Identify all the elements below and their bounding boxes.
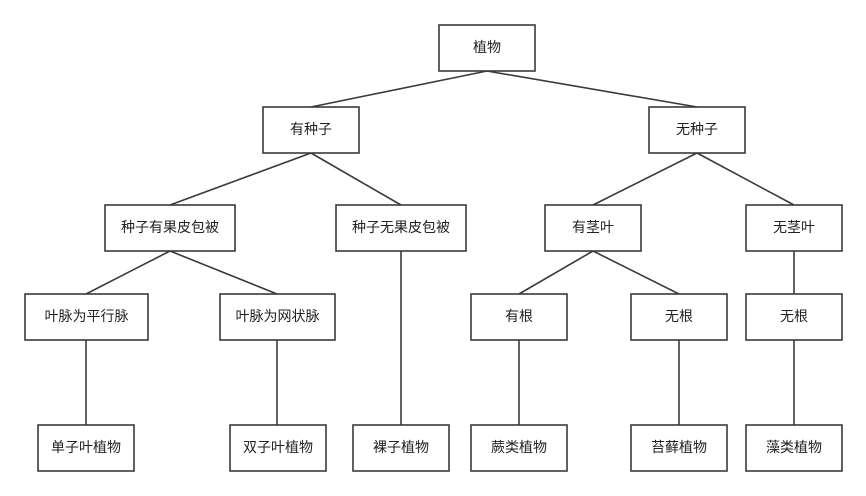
- node-dicot: 双子叶植物: [229, 424, 327, 472]
- node-label: 蕨类植物: [491, 440, 547, 456]
- edge-root-to-no-seed: [486, 70, 698, 108]
- node-no-root-1: 无根: [630, 293, 728, 341]
- edge-root-to-has-seed: [310, 70, 488, 108]
- edge-has-stem-leaf-to-no-root-1: [592, 250, 680, 295]
- node-label: 无茎叶: [773, 220, 815, 236]
- node-box: [37, 424, 135, 472]
- node-has-seed: 有种子: [262, 106, 360, 154]
- node-label: 种子无果皮包被: [352, 220, 450, 236]
- edge-has-seed-to-seed-without-pericarp: [310, 152, 402, 206]
- node-box: [630, 424, 728, 472]
- node-moss: 苔藓植物: [630, 424, 728, 472]
- node-label: 叶脉为网状脉: [236, 309, 320, 325]
- node-label: 无根: [665, 309, 693, 325]
- node-has-root: 有根: [470, 293, 568, 341]
- node-label: 单子叶植物: [51, 440, 121, 456]
- edge-has-seed-to-seed-with-pericarp: [169, 152, 312, 206]
- node-label: 叶脉为平行脉: [45, 309, 129, 325]
- node-box: [104, 204, 236, 252]
- edge-no-seed-to-has-stem-leaf: [592, 152, 698, 206]
- node-box: [745, 293, 843, 341]
- node-seed-with-pericarp: 种子有果皮包被: [104, 204, 236, 252]
- node-gymnosperm: 裸子植物: [352, 424, 450, 472]
- node-no-stem-leaf: 无茎叶: [745, 204, 843, 252]
- node-box: [745, 204, 843, 252]
- edges-layer: [85, 70, 795, 425]
- node-root: 植物: [438, 24, 536, 72]
- node-box: [335, 204, 467, 252]
- node-parallel-veins: 叶脉为平行脉: [24, 293, 149, 341]
- node-box: [470, 293, 568, 341]
- node-label: 双子叶植物: [243, 440, 313, 456]
- node-box: [648, 106, 746, 154]
- node-box: [630, 293, 728, 341]
- node-monocot: 单子叶植物: [37, 424, 135, 472]
- edge-seed-with-pericarp-to-parallel-veins: [85, 250, 171, 295]
- node-label: 无种子: [676, 122, 718, 138]
- edge-seed-with-pericarp-to-netted-veins: [169, 250, 278, 295]
- node-label: 有茎叶: [572, 220, 614, 236]
- node-fern: 蕨类植物: [470, 424, 568, 472]
- node-box: [229, 424, 327, 472]
- node-algae: 藻类植物: [745, 424, 843, 472]
- node-box: [745, 424, 843, 472]
- node-box: [24, 293, 149, 341]
- edge-has-stem-leaf-to-has-root: [518, 250, 594, 295]
- node-label: 藻类植物: [766, 440, 822, 456]
- node-label: 种子有果皮包被: [121, 220, 219, 236]
- node-has-stem-leaf: 有茎叶: [544, 204, 642, 252]
- node-box: [352, 424, 450, 472]
- node-label: 无根: [780, 309, 808, 325]
- node-box: [438, 24, 536, 72]
- node-label: 苔藓植物: [651, 439, 707, 456]
- node-seed-without-pericarp: 种子无果皮包被: [335, 204, 467, 252]
- edge-no-seed-to-no-stem-leaf: [696, 152, 795, 206]
- node-no-seed: 无种子: [648, 106, 746, 154]
- node-box: [544, 204, 642, 252]
- node-label: 有根: [505, 309, 533, 325]
- node-netted-veins: 叶脉为网状脉: [219, 293, 336, 341]
- node-label: 植物: [473, 40, 501, 56]
- node-box: [470, 424, 568, 472]
- node-box: [262, 106, 360, 154]
- node-no-root-2: 无根: [745, 293, 843, 341]
- node-label: 裸子植物: [373, 440, 429, 456]
- node-label: 有种子: [290, 122, 332, 138]
- node-box: [219, 293, 336, 341]
